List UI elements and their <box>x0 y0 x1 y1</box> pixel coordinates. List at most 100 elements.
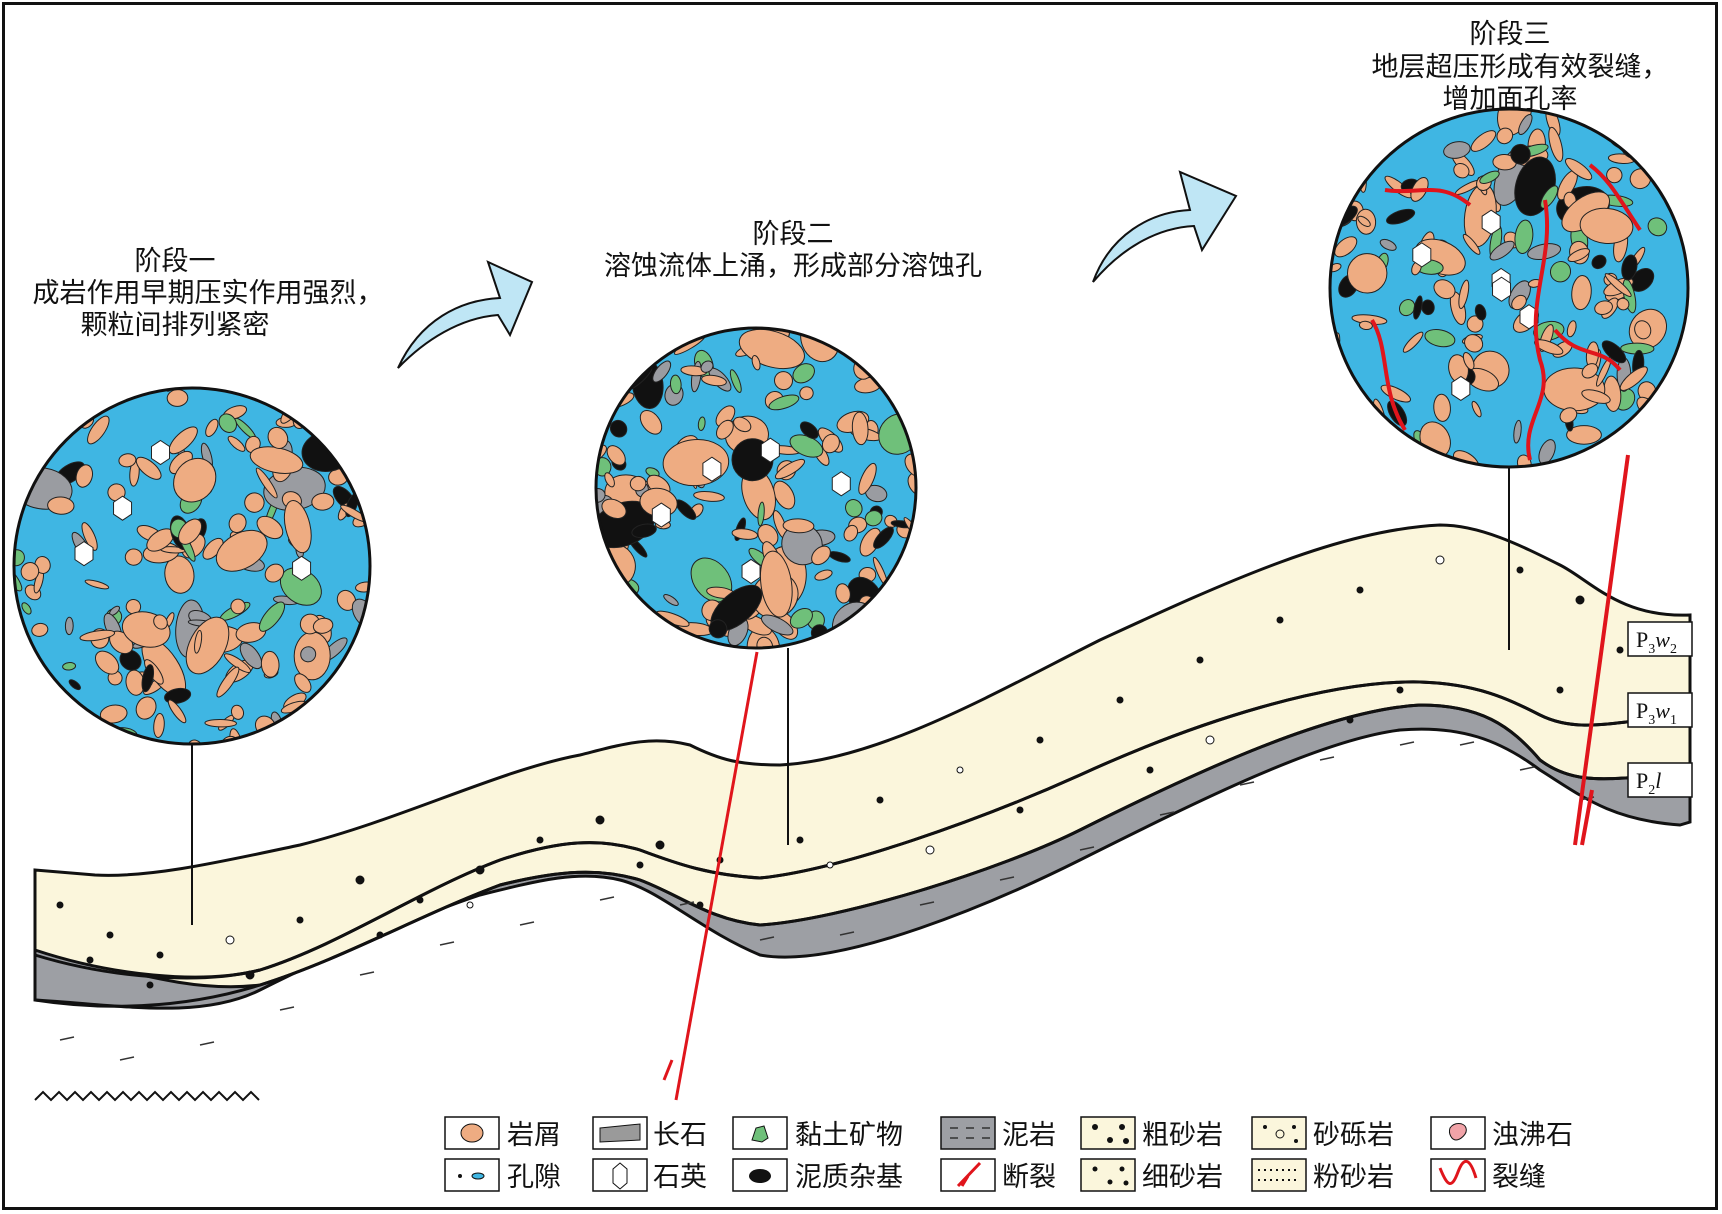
rock-debris-grain <box>20 562 40 581</box>
rock-debris-grain <box>1634 320 1652 340</box>
sand-grain <box>796 836 804 844</box>
svg-text:砂砾岩: 砂砾岩 <box>1313 1120 1394 1151</box>
quartz-grain <box>831 471 851 497</box>
sand-grain <box>1346 716 1354 724</box>
mudstone-dash <box>519 921 535 926</box>
rock-debris-grain <box>312 617 334 634</box>
matrix-grain <box>1601 340 1627 364</box>
rock-debris-grain <box>731 528 759 540</box>
matrix-grain <box>1591 254 1607 270</box>
rock-debris-grain <box>1466 315 1484 333</box>
formation-labels: P3w2 P3w1 P2l <box>1627 621 1693 798</box>
mineral-grain <box>1647 217 1668 237</box>
mineral-grain <box>239 642 263 670</box>
mineral-grain <box>1379 238 1397 251</box>
stage1-caption: 阶段一 成岩作用早期压实作用强烈， 颗粒间排列紧密 <box>33 246 384 341</box>
rock-debris-grain <box>99 704 128 724</box>
sand-grain <box>156 951 164 959</box>
sandstone-grain-dots <box>56 555 1624 989</box>
rock-debris-grain <box>1581 389 1611 404</box>
rock-debris-grain <box>153 713 165 738</box>
glutenite-icon <box>1251 1116 1307 1150</box>
sand-grain <box>925 845 935 855</box>
matrix-grain <box>1386 208 1416 225</box>
rock-debris-grain <box>1464 334 1484 353</box>
rock-debris-grain <box>774 371 793 391</box>
legend-item-rock-debris: 岩屑 <box>444 1116 561 1151</box>
mineral-grain <box>1513 419 1522 444</box>
matrix-grain <box>1621 254 1638 281</box>
fractures-stage3 <box>1370 163 1642 461</box>
stage3-desc-line2: 增加面孔率 <box>1443 84 1578 115</box>
rock-debris-grain <box>168 426 198 455</box>
rock-debris-grain <box>230 704 245 720</box>
matrix-grain <box>1413 295 1423 320</box>
formation-label-p3w2: P3w2 <box>1636 627 1677 657</box>
legend-item-matrix: 泥质杂基 <box>732 1158 903 1193</box>
mineral-grain <box>760 614 794 636</box>
matrix-grain <box>631 523 657 539</box>
rock-debris-grain <box>1433 279 1456 300</box>
rock-debris-grain <box>1462 233 1481 255</box>
rock-debris-grain <box>1616 297 1630 311</box>
rock-debris-grain <box>1566 425 1602 445</box>
rock-debris-grain <box>701 374 727 387</box>
mudstone-dash <box>359 971 375 976</box>
rock-debris-grain <box>216 666 240 698</box>
quartz-grain <box>1412 242 1432 268</box>
rock-debris-grain <box>47 496 75 515</box>
mineral-grain <box>792 363 815 384</box>
sand-grain <box>956 766 964 774</box>
rock-debris-grain <box>629 475 647 492</box>
svg-text:岩屑: 岩屑 <box>507 1120 561 1151</box>
quartz-grain <box>651 502 671 528</box>
rock-debris-grain <box>173 457 217 503</box>
rock-debris-grain <box>194 629 203 654</box>
stage2-title: 阶段二 <box>753 219 834 250</box>
rock-debris-grain <box>1346 253 1388 294</box>
mudstone-dash <box>119 1056 135 1061</box>
mineral-grain <box>14 549 25 567</box>
rock-debris-grain <box>1548 126 1564 162</box>
rock-debris-grain <box>1579 207 1634 244</box>
mudstone-dash <box>59 1036 75 1041</box>
mudstone-dash <box>599 896 615 901</box>
rock-debris-grain <box>228 513 247 534</box>
sand-grain <box>536 836 544 844</box>
rock-debris-grain <box>153 614 168 630</box>
svg-text:长石: 长石 <box>653 1120 707 1151</box>
mineral-grain <box>1479 170 1500 184</box>
rock-debris-grain <box>124 548 143 566</box>
mudstone-dash <box>1319 756 1335 761</box>
rock-debris-grain <box>814 569 833 581</box>
mineral-grain <box>1443 141 1471 159</box>
quartz-grain <box>74 541 94 567</box>
sand-grain <box>146 981 154 989</box>
rock-debris-grain <box>1402 331 1424 353</box>
fault-line-2 <box>1573 454 1630 846</box>
rock-debris-grain <box>178 518 203 545</box>
sand-grain <box>1036 736 1044 744</box>
mudstone-dash <box>1459 741 1475 746</box>
mudstone-dash <box>679 901 695 906</box>
sand-grain <box>696 901 704 909</box>
mineral-grain <box>64 616 74 636</box>
rock-debris-grain <box>1458 279 1470 310</box>
sand-grain <box>416 896 424 904</box>
rock-debris-icon <box>460 1123 484 1143</box>
arrow-stage1-to-2 <box>397 260 534 369</box>
rock-debris-grain <box>1470 130 1497 152</box>
rock-debris-grain <box>1596 356 1612 387</box>
formation-box-p3w1 <box>1627 692 1693 728</box>
fault-marker-1 <box>662 1059 674 1081</box>
rock-debris-grain <box>1594 300 1613 315</box>
sand-grain <box>245 970 255 980</box>
mineral-grain <box>1549 261 1572 283</box>
mineral-grain <box>300 646 317 663</box>
fault-line-2b <box>1580 789 1594 846</box>
svg-text:裂缝: 裂缝 <box>1492 1162 1546 1193</box>
fault-lines <box>662 454 1630 1101</box>
sand-grain <box>1516 566 1524 574</box>
rock-debris-grain <box>187 739 204 744</box>
